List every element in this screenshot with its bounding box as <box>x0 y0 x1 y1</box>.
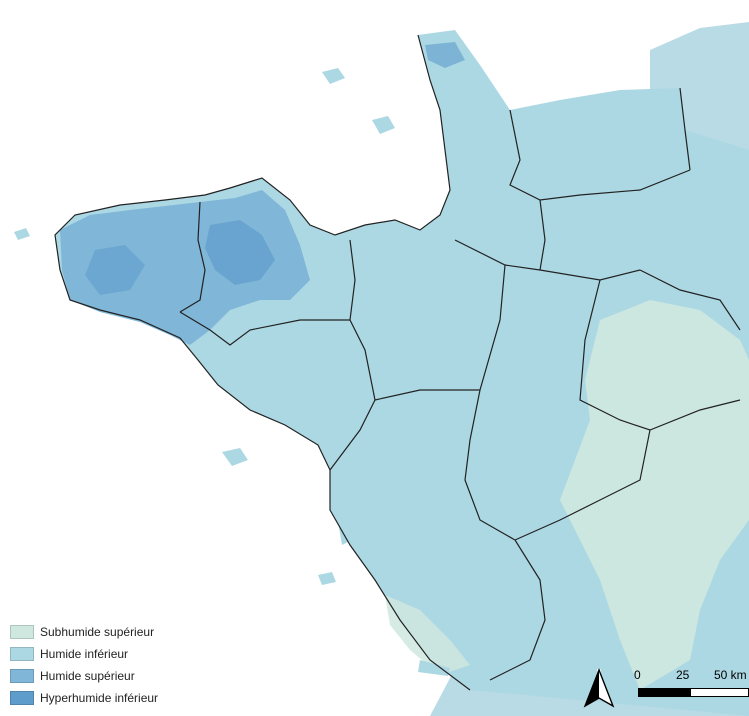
scale-segment-black <box>638 688 690 697</box>
legend-swatch <box>10 669 34 683</box>
island-yeu <box>318 572 336 585</box>
legend-label: Subhumide supérieur <box>40 625 155 639</box>
island-channel-1 <box>322 68 345 84</box>
legend: Subhumide supérieur Humide inférieur Hum… <box>10 622 210 710</box>
scale-segment-white <box>690 688 749 697</box>
department-borders <box>54 34 741 691</box>
zone-subhumide-south <box>385 595 470 675</box>
scale-label-50: 50 km <box>714 668 747 682</box>
zone-hyperhumide-2 <box>85 245 145 295</box>
island-ushant <box>14 228 30 240</box>
legend-label: Humide supérieur <box>40 669 135 683</box>
legend-item-subhumide-superieur: Subhumide supérieur <box>10 622 210 642</box>
legend-label: Humide inférieur <box>40 647 129 661</box>
scale-label-25: 25 <box>676 668 690 682</box>
island-belle-ile <box>222 448 248 466</box>
north-arrow-icon: N <box>583 666 615 710</box>
island-channel-2 <box>372 116 395 134</box>
legend-item-humide-superieur: Humide supérieur <box>10 666 210 686</box>
legend-label: Hyperhumide inférieur <box>40 691 159 705</box>
legend-swatch <box>10 647 34 661</box>
legend-swatch <box>10 691 34 705</box>
zone-hyperhumide-3 <box>425 42 465 68</box>
scale-label-0: 0 <box>634 668 641 682</box>
legend-swatch <box>10 625 34 639</box>
legend-item-humide-inferieur: Humide inférieur <box>10 644 210 664</box>
zone-hyperhumide-1 <box>205 220 275 285</box>
legend-item-hyperhumide-inferieur: Hyperhumide inférieur <box>10 688 210 708</box>
island-noirmoutier <box>338 518 352 545</box>
zone-subhumide-east <box>560 300 749 690</box>
scale-bar: 0 25 50 km <box>630 668 749 708</box>
island-re <box>418 660 450 676</box>
